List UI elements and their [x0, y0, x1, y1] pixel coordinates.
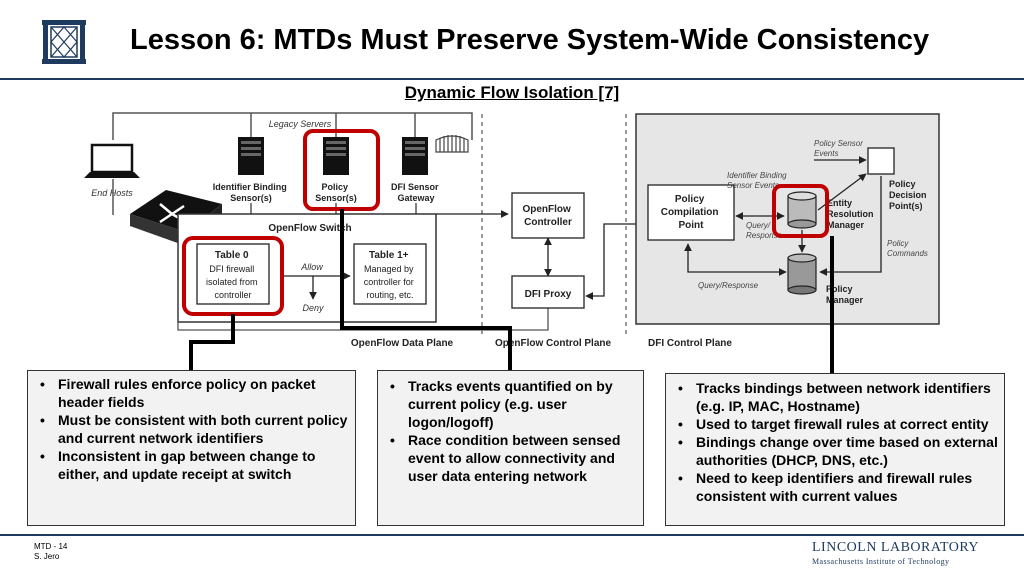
table1-label: Table 1+ Managed by controller for routi… [364, 250, 417, 300]
policy-sensor-events-label: Policy Sensor Events [814, 139, 865, 158]
allow-label: Allow [300, 262, 323, 272]
callout-right-item: Bindings change over time based on exter… [672, 433, 998, 469]
openflow-control-plane-label: OpenFlow Control Plane [495, 338, 612, 349]
openflow-controller-label: OpenFlow Controller [522, 204, 573, 228]
org-subname: Massachusetts Institute of Technology [812, 557, 950, 566]
dfi-proxy-label: DFI Proxy [525, 289, 572, 300]
lincoln-lab-wordmark: LINCOLN LABORATORY Massachusetts Institu… [812, 540, 979, 566]
gate-icon [435, 135, 469, 153]
mit-ll-logo [40, 18, 88, 66]
footer-rule [0, 534, 1024, 536]
openflow-data-plane-label: OpenFlow Data Plane [351, 338, 454, 349]
policy-manager-label: Policy Manager [826, 284, 864, 305]
query-response-label: Query/Response [698, 281, 759, 290]
policy-sensor-label: Policy Sensor(s) [315, 182, 357, 203]
header-rule [0, 78, 1024, 80]
query-response-label-small: Query/ Response [746, 221, 783, 240]
policy-decision-point-label: Policy Decision Point(s) [889, 179, 929, 211]
policy-manager-db-icon [787, 253, 817, 295]
callout-left: Firewall rules enforce policy on packet … [27, 370, 356, 526]
callout-left-item: Must be consistent with both current pol… [34, 411, 349, 447]
policy-compilation-point-box [647, 184, 735, 241]
slide-footer: MTD - 14 S. Jero [34, 542, 67, 562]
identifier-binding-sensor-label: Identifier Binding Sensor(s) [213, 182, 290, 203]
org-name: LINCOLN LABORATORY [812, 540, 980, 555]
entity-resolution-manager-label: Entity Resolution Manager [827, 198, 876, 230]
policy-commands-label: Policy Commands [887, 239, 928, 258]
slide-author: S. Jero [34, 552, 60, 561]
entity-resolution-db-icon [787, 191, 817, 229]
legacy-servers-label: Legacy Servers [269, 119, 332, 129]
page-title: Lesson 6: MTDs Must Preserve System-Wide… [130, 24, 930, 56]
end-hosts-label: End Hosts [91, 188, 133, 198]
callout-right: Tracks bindings between network identifi… [665, 373, 1005, 526]
callout-right-item: Tracks bindings between network identifi… [672, 379, 998, 415]
table1-box [353, 243, 427, 305]
connector-left [189, 314, 235, 370]
deny-label: Deny [302, 303, 324, 313]
callout-middle-item: Race condition between sensed event to a… [384, 431, 637, 485]
policy-compilation-point-label: Policy Compilation Point [661, 194, 722, 231]
slide-number: MTD - 14 [34, 542, 68, 551]
gateway-server-icon [402, 137, 428, 175]
callout-right-item: Need to keep identifiers and firewall ru… [672, 469, 998, 505]
laptop-icon [84, 143, 140, 178]
callout-middle: Tracks events quantified on by current p… [377, 370, 644, 526]
legacy-bus [112, 112, 473, 140]
connector-middle [340, 209, 512, 370]
identifier-binding-sensor-events-label: Identifier Binding Sensor Events [727, 171, 789, 190]
policy-server-icon [323, 137, 349, 175]
identifier-server-icon [238, 137, 264, 175]
table0-box [196, 243, 270, 305]
table0-label: Table 0 DFI firewall isolated from contr… [206, 250, 260, 300]
dfi-sensor-gateway-label: DFI Sensor Gateway [391, 182, 441, 203]
callout-left-item: Inconsistent in gap between change to ei… [34, 447, 349, 483]
openflow-controller-box [511, 192, 585, 239]
callout-left-item: Firewall rules enforce policy on packet … [34, 375, 349, 411]
dfi-control-plane-label: DFI Control Plane [648, 338, 732, 349]
diagram-subtitle: Dynamic Flow Isolation [7] [404, 83, 620, 102]
entity-resolution-highlight [772, 184, 829, 238]
policy-decision-point-box [867, 147, 895, 175]
callout-middle-item: Tracks events quantified on by current p… [384, 377, 637, 431]
openflow-switch-label: OpenFlow Switch [268, 223, 351, 234]
callout-right-item: Used to target firewall rules at correct… [672, 415, 998, 433]
